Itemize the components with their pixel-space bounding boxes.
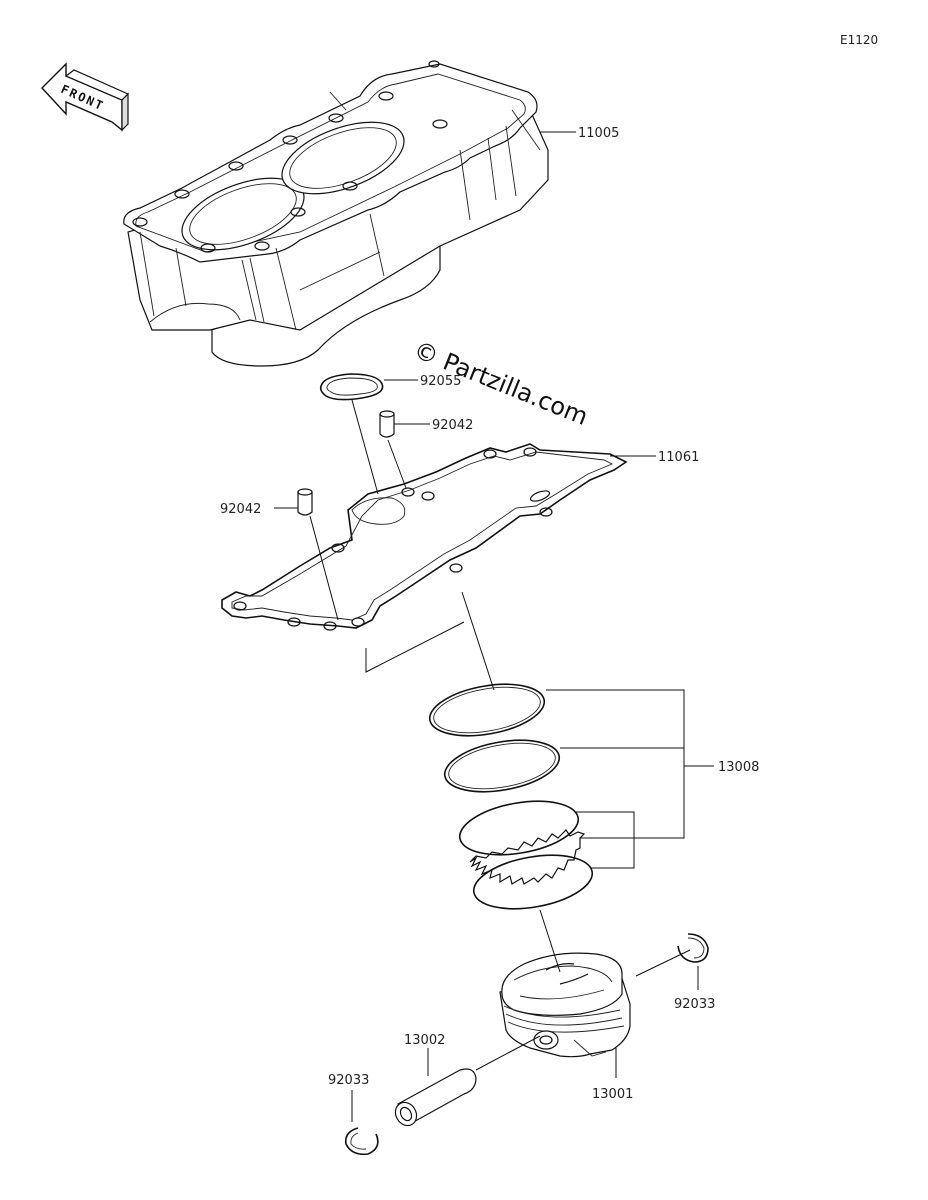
label-11005: 11005 [578, 126, 619, 141]
cylinder-block [123, 60, 549, 367]
piston-ring-second [443, 739, 561, 793]
leader-lines [274, 131, 714, 1122]
piston-ring-top [428, 683, 546, 737]
piston-pin [394, 1068, 477, 1127]
label-13008: 13008 [718, 760, 759, 775]
cylinder-gasket [221, 443, 628, 631]
circlip-right [677, 933, 709, 963]
o-ring [319, 373, 384, 401]
label-92055: 92055 [420, 374, 461, 389]
label-92042-right: 92042 [432, 418, 473, 433]
oil-ring-lower-rail [472, 854, 594, 910]
label-13002: 13002 [404, 1033, 445, 1048]
dowel-pin-left [297, 488, 313, 516]
dowel-pin-right [379, 410, 395, 438]
label-92033-right: 92033 [674, 997, 715, 1012]
piston [499, 952, 631, 1058]
label-13001: 13001 [592, 1087, 633, 1102]
diagram-code: E1120 [840, 33, 878, 47]
oil-ring-upper-rail [458, 800, 580, 856]
label-92042-left: 92042 [220, 502, 261, 517]
label-92033-left: 92033 [328, 1073, 369, 1088]
label-11061: 11061 [658, 450, 699, 465]
front-arrow-icon: FRONT [41, 62, 130, 132]
circlip-left [344, 1127, 379, 1156]
